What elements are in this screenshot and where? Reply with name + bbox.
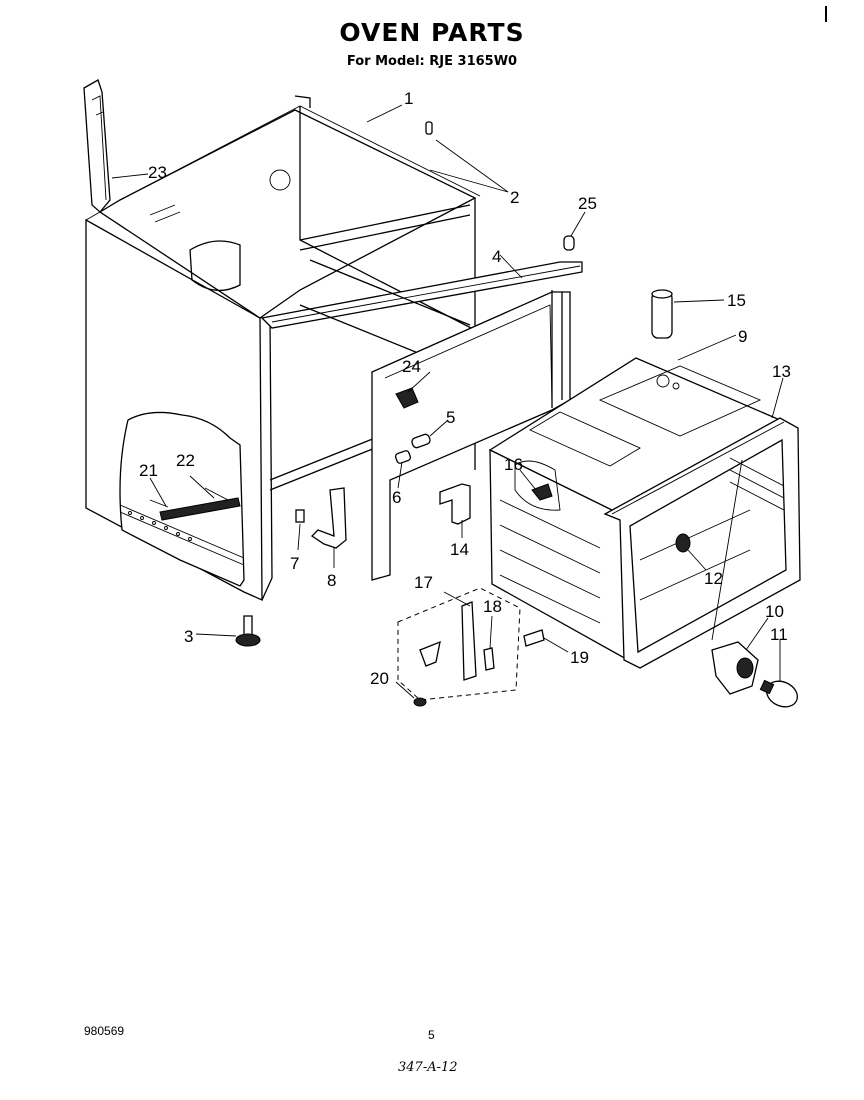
callout-19: 19	[570, 648, 589, 667]
part-23-side-trim	[83, 79, 111, 213]
callout-labels: 1 2 3 4 5 6 7 8 9 10 11 12 13 14 15 16 1…	[139, 89, 791, 688]
part-21-22-terminal-block	[149, 487, 241, 521]
part-10-lamp-receptacle	[711, 641, 759, 695]
callout-9: 9	[738, 327, 747, 346]
leader-lines	[111, 104, 784, 699]
part-20-nut	[413, 697, 427, 707]
part-24-socket	[395, 387, 419, 409]
page-title: OVEN PARTS	[339, 18, 525, 47]
callout-23: 23	[148, 163, 167, 182]
callout-10: 10	[765, 602, 784, 621]
callout-21: 21	[139, 461, 158, 480]
callout-8: 8	[327, 571, 336, 590]
part-16-clip	[531, 483, 553, 501]
callout-13: 13	[772, 362, 791, 381]
part-4-front-rail	[260, 261, 583, 329]
part-7-clip	[295, 509, 305, 523]
callout-1: 1	[404, 89, 413, 108]
callout-15: 15	[727, 291, 746, 310]
callout-4: 4	[492, 247, 501, 266]
insulation-holes	[128, 511, 192, 541]
part-17-door-latch-assembly	[397, 587, 521, 701]
callout-3: 3	[184, 627, 193, 646]
part-12-plug	[675, 533, 691, 553]
cabinet-front-frame	[371, 290, 571, 581]
model-subtitle: For Model: RJE 3165W0	[346, 54, 518, 69]
part-3-leveling-leg	[235, 615, 261, 647]
callout-17: 17	[414, 573, 433, 592]
callout-11: 11	[770, 625, 788, 644]
document-number: 980569	[84, 1024, 125, 1038]
part-8-bracket	[310, 487, 347, 549]
part-15-oven-sensor	[651, 289, 673, 339]
callout-2: 2	[510, 188, 519, 207]
callout-24: 24	[402, 357, 421, 376]
handwritten-code: 347-A-12	[398, 1060, 458, 1075]
page-number: 5	[428, 1028, 435, 1042]
callout-20: 20	[370, 669, 389, 688]
callout-18: 18	[483, 597, 502, 616]
part-2-screw	[425, 121, 433, 135]
part-19-screw	[523, 629, 545, 647]
callout-6: 6	[392, 488, 401, 507]
callout-5: 5	[446, 408, 455, 427]
part-25-cap	[563, 235, 575, 251]
callout-25: 25	[578, 194, 597, 213]
callout-22: 22	[176, 451, 195, 470]
part-9-oven-liner	[488, 357, 782, 662]
part-11-light-bulb	[759, 679, 799, 708]
part-14-latch	[439, 483, 471, 525]
callout-14: 14	[450, 540, 469, 559]
callout-7: 7	[290, 554, 299, 573]
part-5-pin	[411, 433, 431, 449]
callout-12: 12	[704, 569, 723, 588]
part-6-pin	[394, 450, 412, 464]
callout-16: 16	[504, 455, 523, 474]
part-13-door-gasket	[603, 417, 801, 669]
